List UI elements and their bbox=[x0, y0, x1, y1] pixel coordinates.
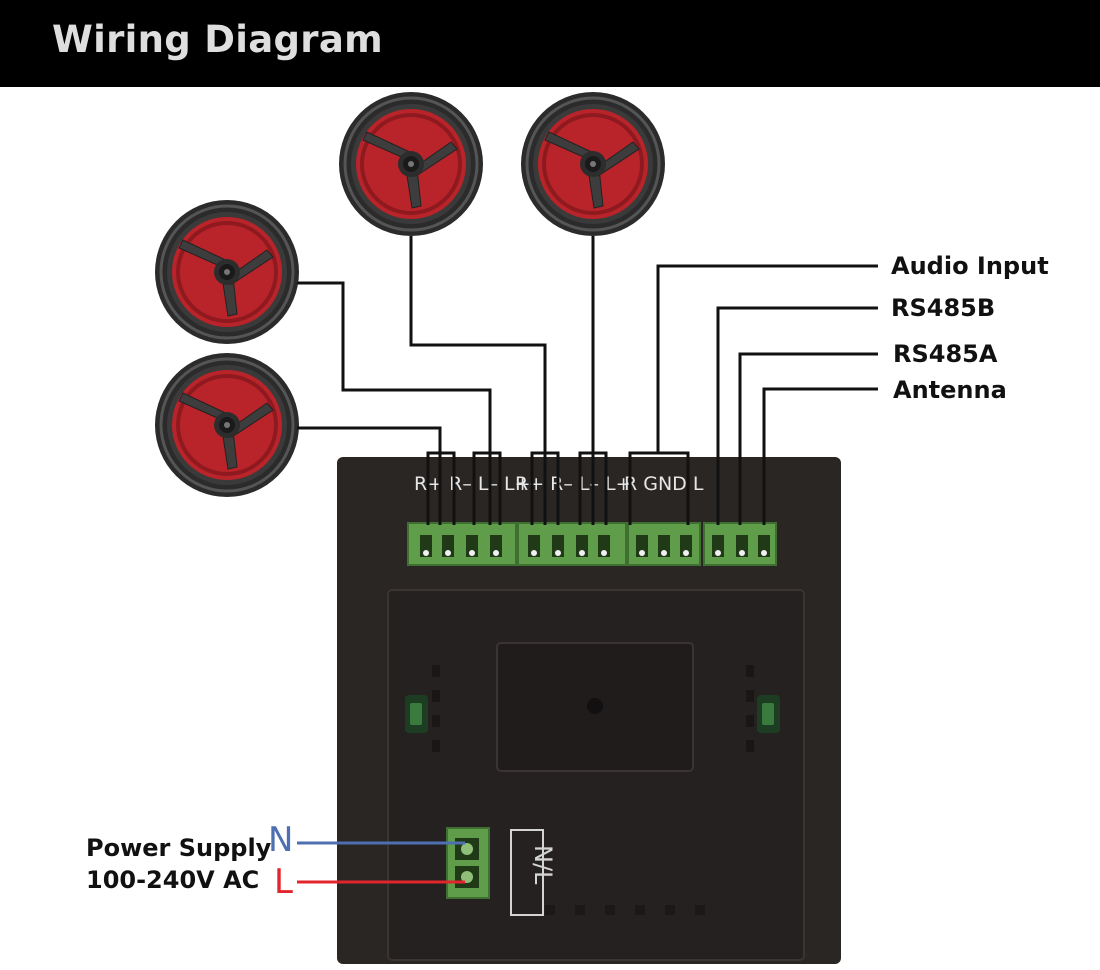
label-rs485b: RS485B bbox=[891, 294, 996, 322]
nl-marking: N/L bbox=[529, 845, 557, 885]
terminal-label-left: R+ R– L– L+ bbox=[414, 473, 531, 495]
power-supply-title: Power Supply bbox=[86, 834, 272, 862]
speaker-top-left bbox=[153, 198, 301, 346]
label-audio-input: Audio Input bbox=[891, 252, 1049, 280]
power-supply-voltage: 100-240V AC bbox=[86, 866, 260, 894]
nl-marking-box bbox=[510, 829, 544, 916]
power-terminal: N/L bbox=[446, 827, 557, 916]
label-rs485a: RS485A bbox=[893, 340, 998, 368]
center-screw bbox=[587, 698, 603, 714]
terminal-block bbox=[407, 522, 777, 566]
live-label: L bbox=[274, 862, 293, 902]
page-title: Wiring Diagram bbox=[52, 18, 383, 61]
label-antenna: Antenna bbox=[893, 376, 1007, 404]
header-bar: Wiring Diagram bbox=[0, 0, 1100, 87]
terminal-label-signal: R GND L bbox=[624, 473, 704, 495]
neutral-label: N bbox=[268, 820, 294, 860]
speaker-top-right bbox=[519, 90, 667, 238]
speaker-bottom-left bbox=[153, 351, 301, 499]
speaker-top-center bbox=[337, 90, 485, 238]
device-panel bbox=[387, 589, 805, 961]
speaker-wires bbox=[297, 236, 878, 525]
